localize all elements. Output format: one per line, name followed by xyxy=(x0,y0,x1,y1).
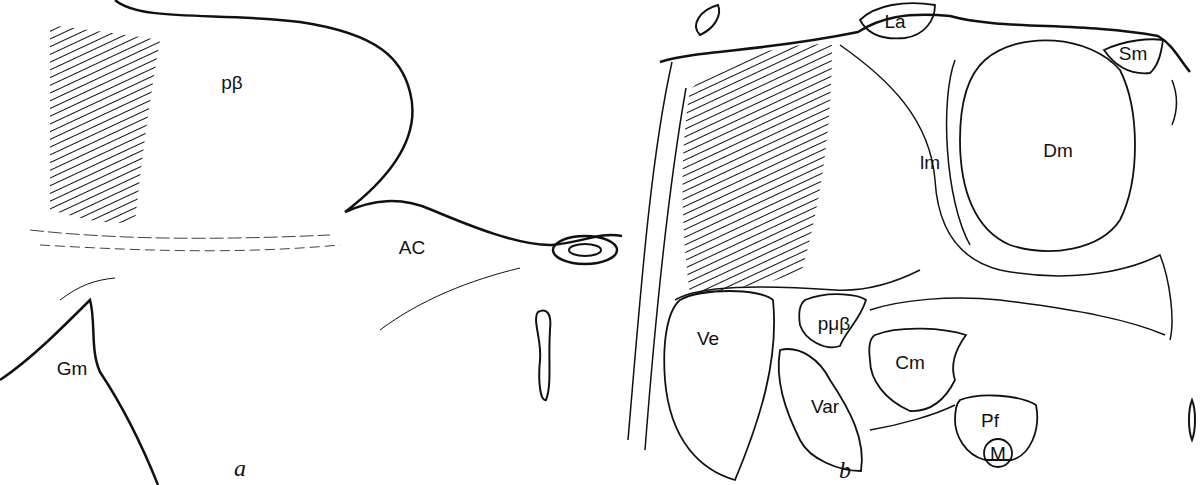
region-label: lm xyxy=(920,153,940,172)
region-label: Ve xyxy=(697,329,719,348)
nucleus-region: pμβ xyxy=(796,290,868,352)
nucleus-region: Ve xyxy=(660,285,778,483)
region-outline-path xyxy=(869,329,966,411)
nucleus-region: Var xyxy=(774,344,866,474)
region-outline-path xyxy=(860,3,935,38)
region-label: Pf xyxy=(981,411,999,430)
nucleus-region: Dm xyxy=(956,30,1142,262)
nucleus-circle: M xyxy=(983,438,1013,468)
region-label: pβ xyxy=(221,73,243,92)
region-outline-path xyxy=(779,349,862,471)
region-outline-path xyxy=(984,439,1012,467)
nucleus-region: Sm xyxy=(1100,34,1166,76)
region-outline-path xyxy=(664,291,774,480)
region-label: AC xyxy=(399,238,425,257)
panel-letter: a xyxy=(234,456,246,480)
panel-letter: b xyxy=(839,458,851,482)
region-label: Gm xyxy=(57,359,88,378)
region-label: M xyxy=(990,444,1006,463)
region-label: Dm xyxy=(1043,141,1073,160)
region-outline-path xyxy=(799,294,866,347)
region-outline-path xyxy=(1104,39,1163,73)
region-label: Cm xyxy=(895,353,925,372)
region-label: Var xyxy=(811,397,839,416)
region-outline-path xyxy=(960,40,1135,251)
region-label: pμβ xyxy=(818,314,850,333)
nucleus-region: La xyxy=(856,0,940,42)
region-label: Sm xyxy=(1119,44,1148,63)
region-label: La xyxy=(884,12,905,31)
region-outline xyxy=(660,285,778,483)
nucleus-region: Cm xyxy=(866,324,968,414)
